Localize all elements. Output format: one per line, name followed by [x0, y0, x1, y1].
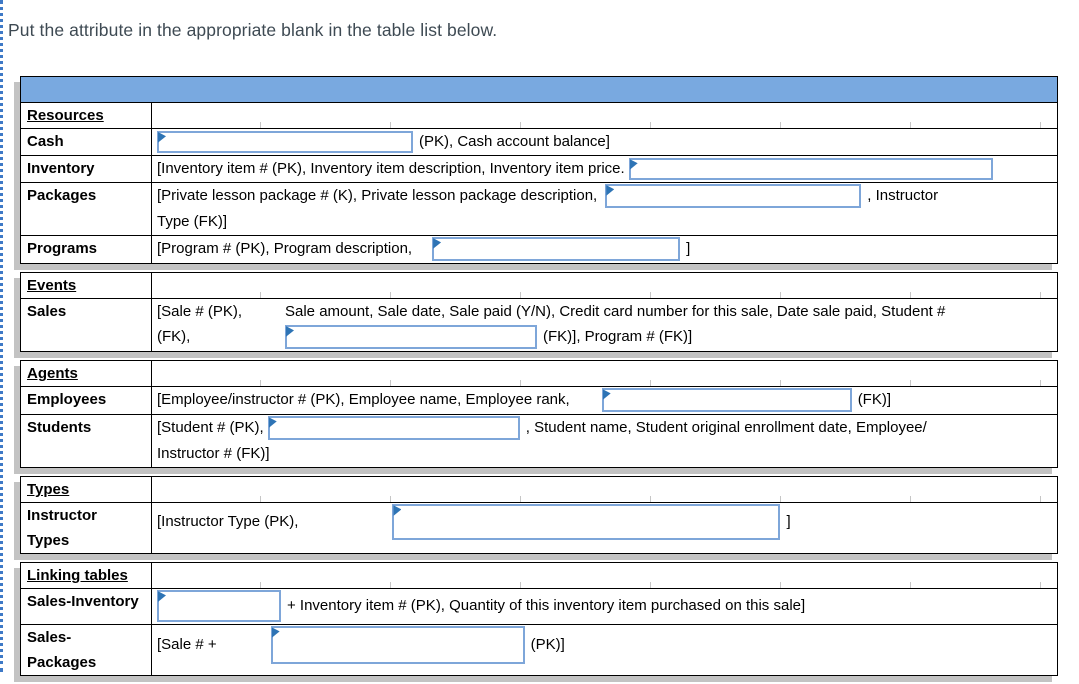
- row-content: (PK), Cash account balance]: [152, 129, 1057, 155]
- cell-text: [Private lesson package # (K), Private l…: [157, 187, 598, 205]
- cell-text: [Student # (PK),: [157, 419, 264, 437]
- table-row: Sales- Packages [Sale # + (PK)]: [21, 624, 1057, 676]
- row-content: [Student # (PK), , Student name, Student …: [152, 415, 1057, 467]
- table-row: Employees [Employee/instructor # (PK), Em…: [21, 386, 1057, 415]
- cell-text: [Sale # +: [157, 636, 217, 654]
- row-label: Sales: [21, 299, 152, 352]
- row-content: [Employee/instructor # (PK), Employee na…: [152, 387, 1057, 414]
- cell-text: (PK), Cash account balance]: [419, 133, 610, 150]
- row-content: [152, 563, 1057, 588]
- row-content: [152, 103, 1057, 128]
- cell-text: Type (FK)]: [157, 213, 228, 231]
- section-header-row: Linking tables: [21, 563, 1057, 589]
- row-label: Instructor Types: [21, 503, 152, 554]
- table-row: Programs[Program # (PK), Program descrip…: [21, 235, 1057, 264]
- row-content: [152, 273, 1057, 298]
- cell-text: [Employee/instructor # (PK), Employee na…: [157, 391, 570, 409]
- row-content: [Sale # (PK), (FK), Sale amount, Sale date…: [152, 299, 1057, 351]
- drop-target-flag-icon: [158, 132, 166, 143]
- cell-text: [Instructor Type (PK),: [157, 513, 299, 531]
- row-label: Programs: [21, 236, 152, 264]
- drop-blank-cash[interactable]: [157, 131, 413, 154]
- row-content: [152, 477, 1057, 502]
- cell-text: , Student name, Student original enrollm…: [525, 419, 927, 437]
- drop-blank-programs[interactable]: [432, 237, 681, 262]
- drop-blank-instructor_types[interactable]: [392, 504, 781, 541]
- section-header-label: Linking tables: [21, 563, 152, 589]
- cell-text: [Inventory item # (PK), Inventory item d…: [157, 160, 625, 178]
- drop-target-flag-icon: [271, 627, 280, 638]
- table-row: Cash (PK), Cash account balance]: [21, 128, 1057, 156]
- drop-blank-sales_inventory[interactable]: [157, 590, 281, 623]
- drop-target-flag-icon: [393, 505, 402, 516]
- drop-target-flag-icon: [268, 417, 277, 428]
- cell-text: (FK)], Program # (FK)]: [543, 328, 693, 346]
- row-content: + Inventory item # (PK), Quantity of thi…: [152, 589, 1057, 624]
- cell-text: [Program # (PK), Program description,: [157, 240, 413, 258]
- row-label: Students: [21, 415, 152, 468]
- question-prompt: Put the attribute in the appropriate bla…: [8, 20, 498, 40]
- cell-text: [Sale # (PK),: [157, 303, 243, 321]
- table-row: Students [Student # (PK), , Student name, …: [21, 414, 1057, 468]
- cell-text: (FK),: [157, 328, 191, 346]
- cell-text: Sale amount, Sale date, Sale paid (Y/N),…: [285, 303, 946, 321]
- section-header-row: Resources: [21, 103, 1057, 128]
- section-header-row: Agents: [21, 361, 1057, 387]
- drop-target-flag-icon: [158, 591, 166, 602]
- cell-text: Instructor # (FK)]: [157, 445, 270, 463]
- cell-text: ]: [686, 240, 691, 258]
- row-content: [Private lesson package # (K), Private l…: [152, 183, 1057, 235]
- cell-text: (PK)]: [530, 636, 565, 654]
- row-content: [Program # (PK), Program description,]: [152, 236, 1057, 263]
- row-label: Packages: [21, 183, 152, 236]
- table-row: Sales-Inventory + Inventory item # (PK), …: [21, 588, 1057, 625]
- table-row: Instructor Types[Instructor Type (PK),]: [21, 502, 1057, 554]
- row-label: Employees: [21, 387, 152, 415]
- section-header-row: Types: [21, 477, 1057, 503]
- drop-target-flag-icon: [602, 389, 611, 400]
- selection-dotted-border: [0, 0, 3, 672]
- row-content: [152, 361, 1057, 386]
- section-header-label: Types: [21, 477, 152, 503]
- row-content-column: Sale amount, Sale date, Sale paid (Y/N),…: [285, 299, 1053, 350]
- row-label: Sales-Inventory: [21, 589, 152, 625]
- table-row: Packages [Private lesson package # (K), P…: [21, 182, 1057, 236]
- row-label: Sales- Packages: [21, 625, 152, 676]
- drop-target-flag-icon: [629, 159, 638, 170]
- drop-blank-sales[interactable]: [285, 325, 537, 350]
- drop-blank-packages[interactable]: [605, 184, 862, 209]
- table-header-bar: [21, 77, 1057, 103]
- drop-blank-inventory[interactable]: [628, 158, 993, 181]
- row-label: Cash: [21, 129, 152, 156]
- table-row: Sales [Sale # (PK), (FK), Sale amount, Sale…: [21, 298, 1057, 352]
- drop-target-flag-icon: [606, 185, 615, 196]
- section-header-row: Events: [21, 273, 1057, 299]
- row-content: [Inventory item # (PK), Inventory item d…: [152, 156, 1057, 182]
- cell-text: , Instructor: [867, 187, 939, 205]
- cell-text: ]: [786, 513, 791, 531]
- section-header-label: Resources: [21, 103, 152, 128]
- cell-text: + Inventory item # (PK), Quantity of thi…: [287, 597, 806, 615]
- section-header-label: Events: [21, 273, 152, 299]
- row-content: [Instructor Type (PK),]: [152, 503, 1057, 553]
- section-header-label: Agents: [21, 361, 152, 387]
- drop-blank-students[interactable]: [267, 416, 520, 441]
- cell-text: (FK)]: [857, 391, 892, 409]
- drop-target-flag-icon: [433, 238, 442, 249]
- row-content-column: [Sale # (PK), (FK),: [157, 299, 285, 349]
- drop-target-flag-icon: [286, 326, 294, 337]
- drop-blank-sales_packages[interactable]: [270, 626, 525, 665]
- row-label: Inventory: [21, 156, 152, 183]
- table-row: Inventory [Inventory item # (PK), Invento…: [21, 155, 1057, 183]
- row-content: [Sale # + (PK)]: [152, 625, 1057, 675]
- drop-blank-employees[interactable]: [601, 388, 852, 413]
